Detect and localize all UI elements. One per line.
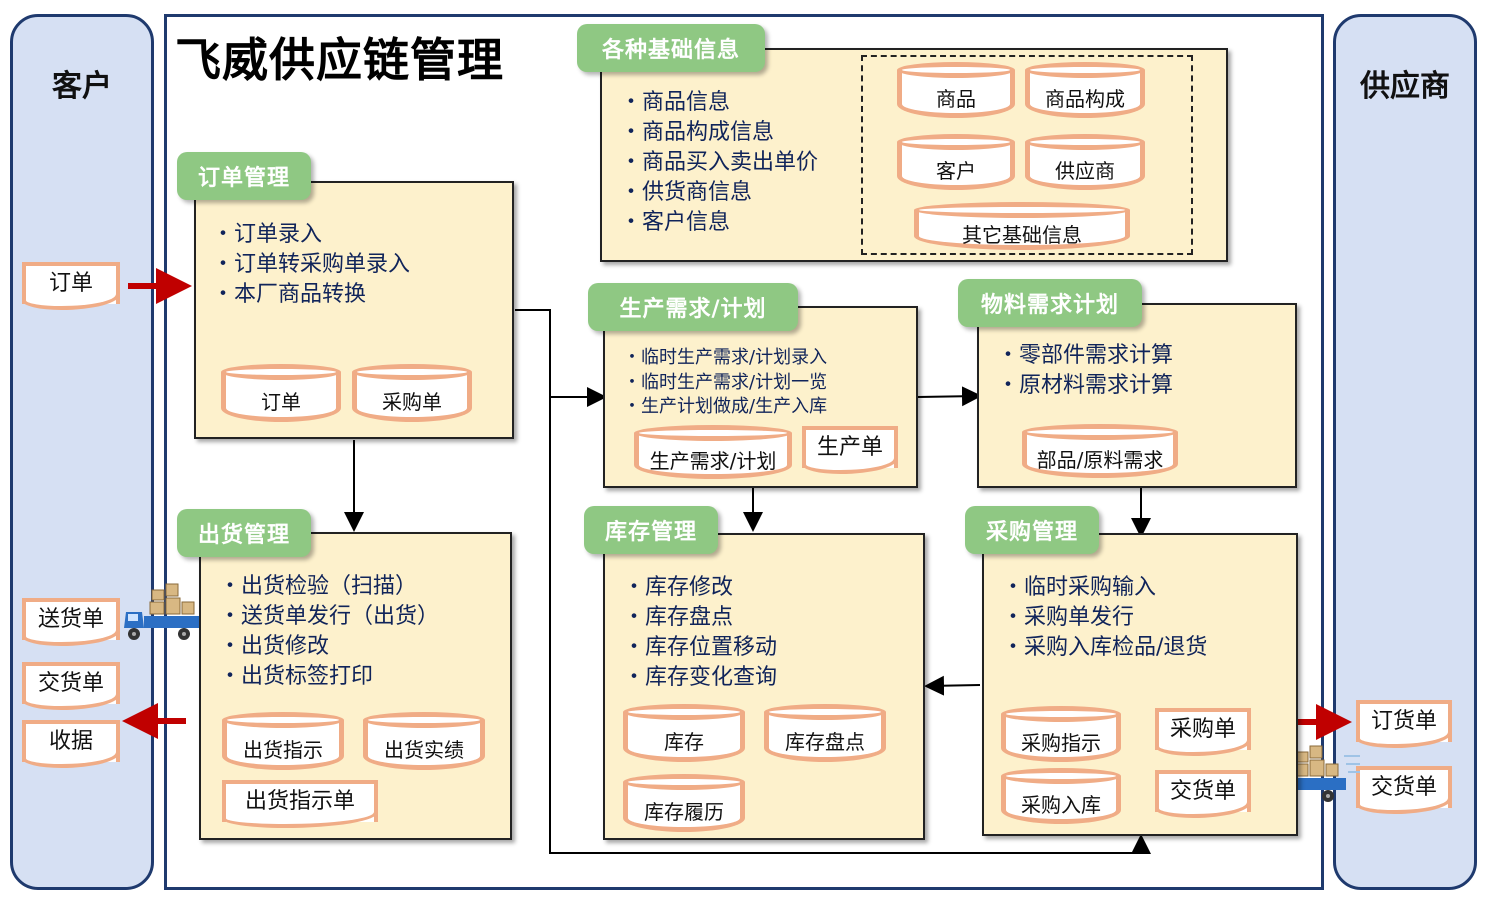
list-item: 临时采购输入 — [1002, 573, 1207, 603]
list-item: 订单录入 — [212, 220, 410, 250]
customer-order-doc: 订单 — [22, 262, 120, 310]
list-item: 库存修改 — [623, 573, 777, 603]
store-stocktaking: 库存盘点 — [764, 704, 886, 762]
delivery-truck-icon — [124, 583, 216, 640]
purchase-to-inventory-connector — [924, 675, 981, 696]
list-item: 送货单发行（出货） — [219, 602, 439, 632]
customer-receipt-doc: 收据 — [22, 720, 120, 768]
order-to-production-connector — [515, 309, 607, 407]
list-item: 商品构成信息 — [620, 118, 818, 148]
store-parts-material-demand: 部品/原料需求 — [1022, 424, 1178, 478]
store-purchase-receipt: 采购入库 — [1001, 768, 1121, 824]
list-item: 库存位置移动 — [623, 633, 777, 663]
basic-info-items: 商品信息 商品构成信息 商品买入卖出单价 供货商信息 客户信息 — [620, 88, 818, 238]
list-item: 零部件需求计算 — [997, 341, 1173, 371]
order-to-purchase-connector — [549, 397, 1151, 854]
store-inventory: 库存 — [623, 704, 745, 762]
purchase-order-doc: 采购单 — [1155, 708, 1251, 756]
list-item: 出货标签打印 — [219, 662, 439, 692]
store-purchase-instruction: 采购指示 — [1001, 706, 1121, 762]
basic-info-stores-group — [861, 55, 1193, 255]
store-purchase-order: 采购单 — [352, 364, 472, 422]
purchase-handover-doc: 交货单 — [1155, 770, 1251, 818]
inventory-items: 库存修改 库存盘点 库存位置移动 库存变化查询 — [623, 573, 777, 693]
customer-title: 客户 — [52, 69, 112, 104]
store-customer: 客户 — [897, 134, 1015, 190]
list-item: 客户信息 — [620, 208, 818, 238]
list-item: 供货商信息 — [620, 178, 818, 208]
material-header: 物料需求计划 — [958, 279, 1142, 327]
list-item: 商品信息 — [620, 88, 818, 118]
list-item: 订单转采购单录入 — [212, 250, 410, 280]
list-item: 采购单发行 — [1002, 603, 1207, 633]
list-item: 临时生产需求/计划录入 — [623, 346, 827, 371]
store-other-basic-info: 其它基础信息 — [914, 202, 1130, 250]
shipping-header: 出货管理 — [177, 509, 311, 557]
order-mgmt-items: 订单录入 订单转采购单录入 本厂商品转换 — [212, 220, 410, 310]
shipping-instruction-doc: 出货指示单 — [222, 780, 378, 828]
list-item: 商品买入卖出单价 — [620, 148, 818, 178]
list-item: 出货修改 — [219, 632, 439, 662]
list-item: 生产计划做成/生产入库 — [623, 395, 827, 420]
production-header: 生产需求/计划 — [588, 283, 798, 331]
supplier-handover-doc: 交货单 — [1356, 766, 1452, 814]
customer-handover-doc: 交货单 — [22, 662, 120, 710]
store-order: 订单 — [221, 364, 341, 422]
order-mgmt-header: 订单管理 — [177, 152, 311, 200]
basic-info-header: 各种基础信息 — [577, 24, 765, 72]
shipping-items: 出货检验（扫描） 送货单发行（出货） 出货修改 出货标签打印 — [219, 572, 439, 692]
customer-delivery-note-doc: 送货单 — [22, 598, 120, 646]
list-item: 临时生产需求/计划一览 — [623, 371, 827, 396]
store-product-structure: 商品构成 — [1025, 62, 1145, 118]
material-items: 零部件需求计算 原材料需求计算 — [997, 341, 1173, 401]
production-order-doc: 生产单 — [802, 426, 898, 474]
purchase-header: 采购管理 — [965, 506, 1099, 554]
supplier-order-doc: 订货单 — [1356, 700, 1452, 748]
production-items: 临时生产需求/计划录入 临时生产需求/计划一览 生产计划做成/生产入库 — [623, 346, 827, 420]
app-title: 飞威供应链管理 — [175, 33, 504, 87]
supplier-title: 供应商 — [1360, 69, 1450, 104]
list-item: 原材料需求计算 — [997, 371, 1173, 401]
list-item: 出货检验（扫描） — [219, 572, 439, 602]
list-item: 库存变化查询 — [623, 663, 777, 693]
inventory-header: 库存管理 — [584, 506, 718, 554]
list-item: 本厂商品转换 — [212, 280, 410, 310]
store-inventory-history: 库存履历 — [623, 774, 745, 832]
list-item: 库存盘点 — [623, 603, 777, 633]
purchase-items: 临时采购输入 采购单发行 采购入库检品/退货 — [1002, 573, 1207, 663]
store-production-plan: 生产需求/计划 — [634, 425, 792, 479]
list-item: 采购入库检品/退货 — [1002, 633, 1207, 663]
production-to-material-connector — [917, 386, 982, 407]
store-shipping-results: 出货实绩 — [363, 712, 485, 770]
store-supplier: 供应商 — [1025, 134, 1145, 190]
store-product: 商品 — [897, 62, 1015, 118]
store-shipping-instruction: 出货指示 — [222, 712, 344, 770]
